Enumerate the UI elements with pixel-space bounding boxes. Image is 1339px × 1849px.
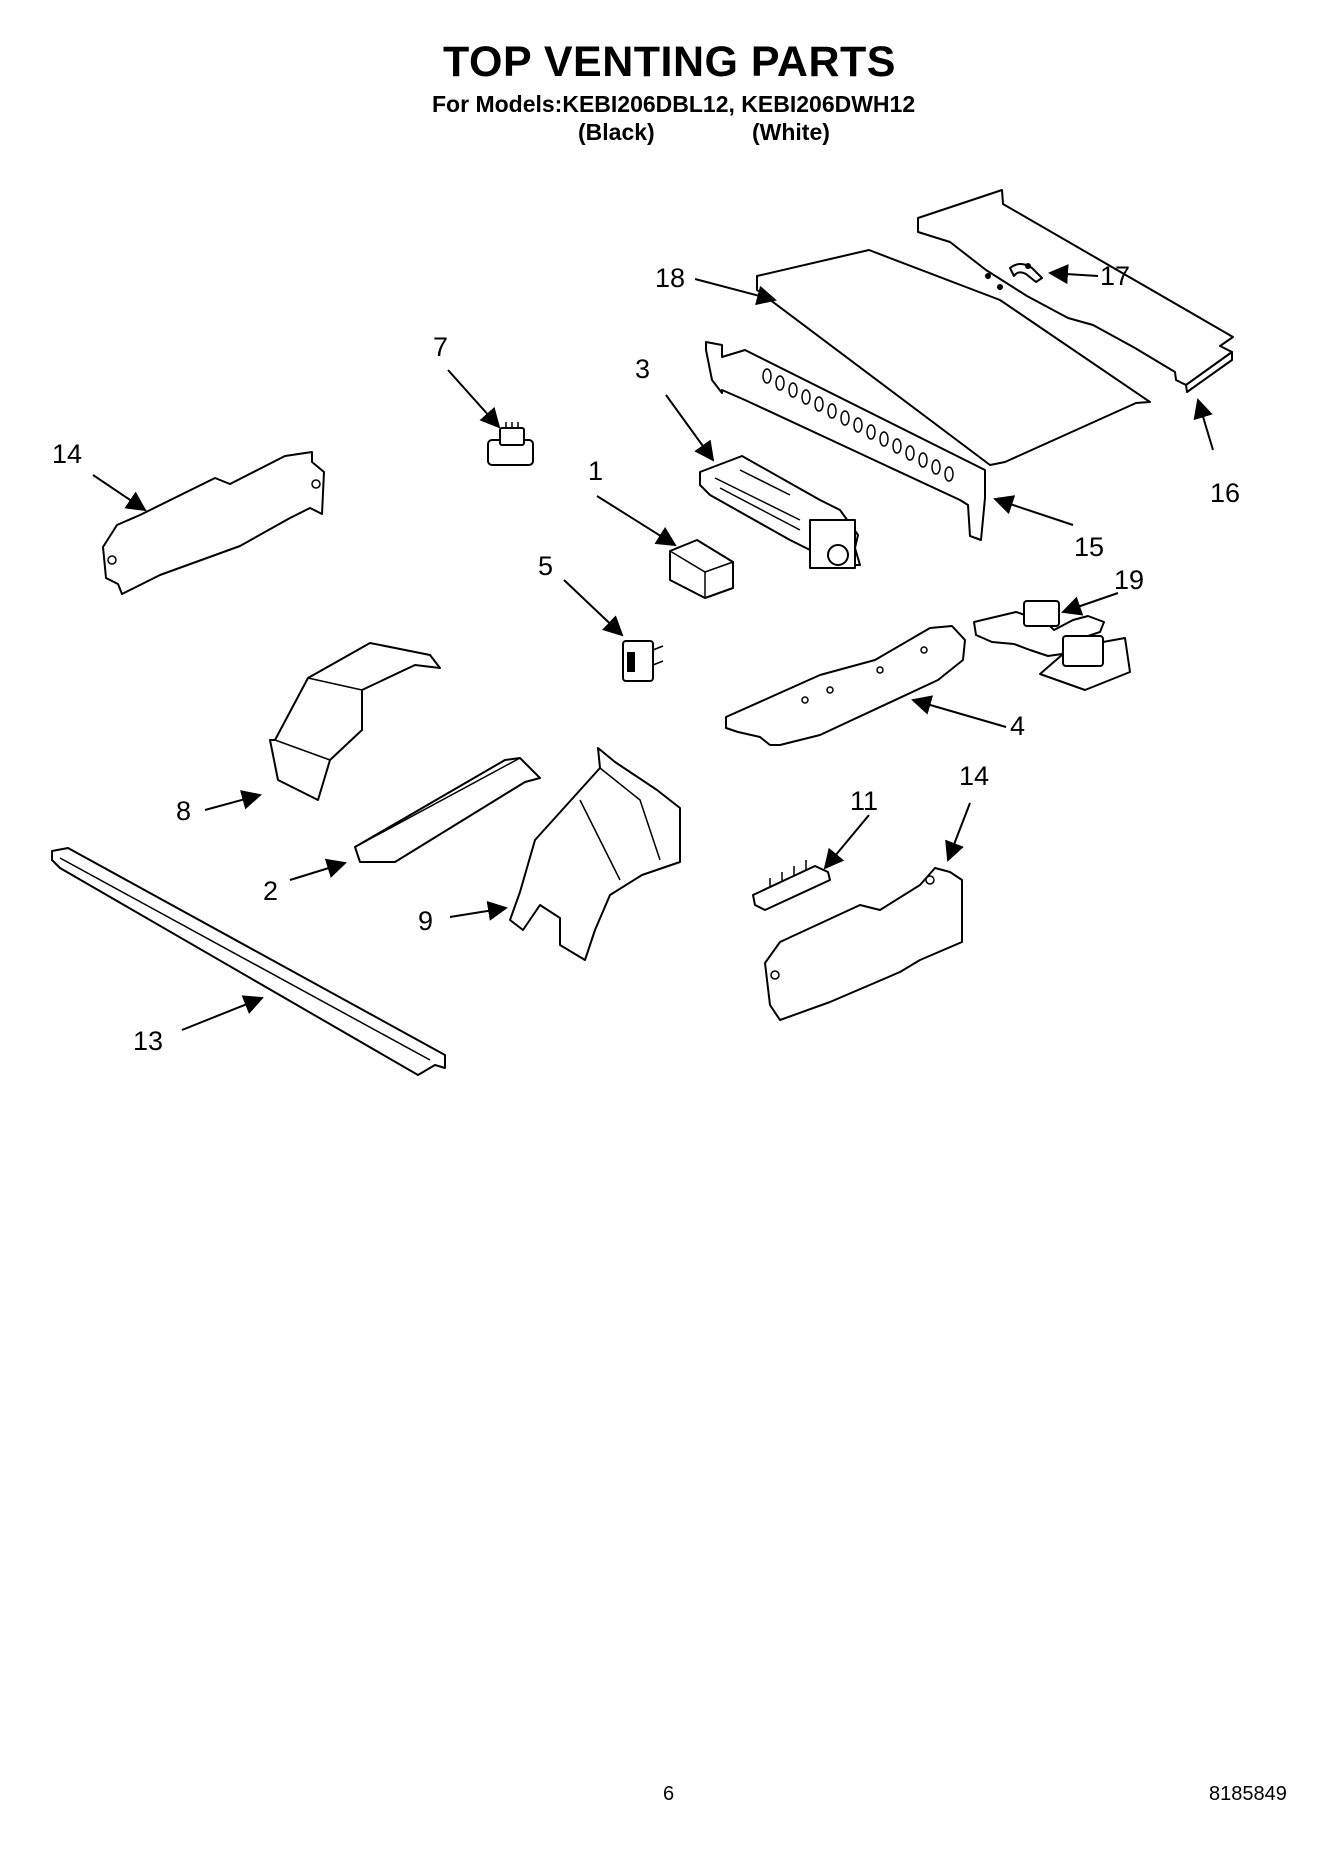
part-11-terminal-strip — [752, 860, 831, 911]
part-17-clip — [1009, 263, 1043, 283]
callout-18: 18 — [655, 263, 685, 293]
page-number: 6 — [663, 1783, 675, 1805]
callout-13: 13 — [133, 1026, 163, 1056]
callout-8: 8 — [176, 796, 191, 826]
callout-19: 19 — [1114, 565, 1144, 595]
callout-9: 9 — [418, 906, 433, 936]
part-8-duct — [269, 642, 441, 801]
callout-15: 15 — [1074, 532, 1104, 562]
part-16-cover-panel — [917, 189, 1234, 393]
part-7-terminal — [487, 422, 534, 466]
part-14-side-bracket-left — [102, 451, 325, 595]
part-9-shroud — [509, 747, 681, 961]
finish-white-label: (White) — [752, 119, 830, 145]
document-number: 8185849 — [1209, 1783, 1287, 1805]
callout-2: 2 — [263, 876, 278, 906]
callout-5: 5 — [538, 551, 553, 581]
callout-1: 1 — [588, 456, 603, 486]
leader-lines — [92, 264, 1214, 1031]
finish-black-label: (Black) — [578, 119, 655, 145]
callout-labels: 18 17 16 15 7 3 14 1 5 19 4 8 14 11 2 9 … — [52, 261, 1240, 1056]
part-5-switch — [622, 640, 664, 682]
part-1-block — [669, 539, 734, 599]
callout-14-lower: 14 — [959, 761, 989, 791]
callout-11: 11 — [850, 786, 878, 816]
callout-3: 3 — [635, 354, 650, 384]
callout-16: 16 — [1210, 478, 1240, 508]
part-18-baffle-plate — [756, 249, 1151, 466]
callout-14-upper: 14 — [52, 439, 82, 469]
page-title: TOP VENTING PARTS — [443, 38, 896, 86]
model-numbers: For Models:KEBI206DBL12, KEBI206DWH12 — [432, 91, 916, 117]
part-19-connector-plate — [973, 600, 1131, 691]
part-15-vented-bracket — [705, 341, 986, 541]
part-4-base-plate — [725, 625, 966, 746]
callout-4: 4 — [1010, 711, 1025, 741]
part-14-side-bracket-right — [764, 867, 963, 1021]
vent-slots — [762, 368, 954, 482]
part-2-channel — [354, 757, 541, 863]
part-13-long-rail — [51, 847, 446, 1076]
callout-17: 17 — [1100, 261, 1130, 291]
callout-7: 7 — [433, 332, 448, 362]
part-3-motor-assembly — [699, 455, 861, 569]
